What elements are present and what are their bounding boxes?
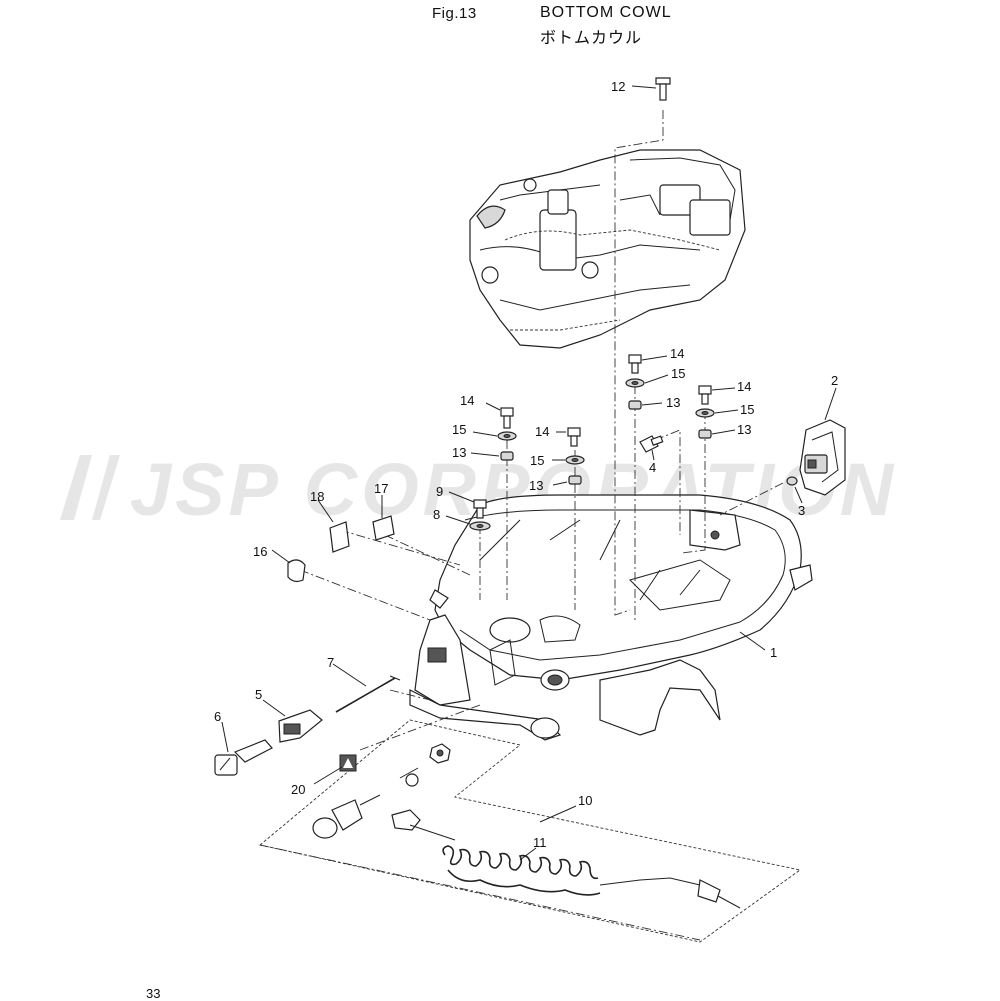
part-2-bracket: [799, 419, 846, 496]
callout-labels: 12 14 15 13 14 15 13 14 15 13 14 15 13 2…: [214, 79, 838, 850]
part-11-lanyard: [391, 809, 741, 909]
callout-7: 7: [327, 655, 334, 670]
callout-1: 1: [770, 645, 777, 660]
fastener-set-d: [695, 385, 715, 439]
callout-14: 14: [535, 424, 549, 439]
part-6-switch: [214, 739, 273, 776]
callout-14: 14: [670, 346, 684, 361]
nut: [429, 743, 451, 764]
figure-number: Fig.13: [432, 5, 477, 22]
callout-13: 13: [737, 422, 751, 437]
callout-5: 5: [255, 687, 262, 702]
part-4-bolt: [639, 435, 664, 453]
fastener-set-c: [625, 354, 645, 410]
callout-13: 13: [452, 445, 466, 460]
part-20-sticker: [339, 754, 357, 772]
part-18-label: [329, 521, 350, 553]
callout-16: 16: [253, 544, 267, 559]
callout-18: 18: [310, 489, 324, 504]
callout-15: 15: [740, 402, 754, 417]
callout-10: 10: [578, 793, 592, 808]
callout-9: 9: [436, 484, 443, 499]
bottom-cowl: [409, 494, 813, 741]
page-number: 33: [146, 986, 161, 1001]
title-japanese: ボトムカウル: [540, 30, 643, 47]
callout-6: 6: [214, 709, 221, 724]
part-5-bezel: [278, 709, 323, 743]
callout-13: 13: [666, 395, 680, 410]
fastener-set-b: [565, 427, 585, 485]
callout-13: 13: [529, 478, 543, 493]
callout-2: 2: [831, 373, 838, 388]
callout-12: 12: [611, 79, 625, 94]
leader-lines: [221, 85, 837, 861]
callout-14: 14: [460, 393, 474, 408]
callout-15: 15: [452, 422, 466, 437]
engine-powerhead: [469, 149, 746, 349]
part-7-cable: [335, 675, 401, 713]
part-3-grommet: [786, 476, 798, 486]
part-9-8-fastener: [469, 499, 491, 531]
callout-3: 3: [798, 503, 805, 518]
callout-8: 8: [433, 507, 440, 522]
callout-20: 20: [291, 782, 305, 797]
part-12-bolt: [655, 77, 671, 101]
callout-15: 15: [530, 453, 544, 468]
title-english: BOTTOM COWL: [540, 4, 672, 21]
callout-4: 4: [649, 460, 656, 475]
fastener-set-a: [497, 407, 517, 461]
stop-switch: [312, 767, 419, 839]
kit-10-boundary: [259, 719, 802, 943]
callout-15: 15: [671, 366, 685, 381]
callout-17: 17: [374, 481, 388, 496]
callout-11: 11: [533, 835, 547, 850]
part-17-label: [372, 515, 395, 541]
callout-14: 14: [737, 379, 751, 394]
part-16-grommet: [287, 559, 306, 583]
